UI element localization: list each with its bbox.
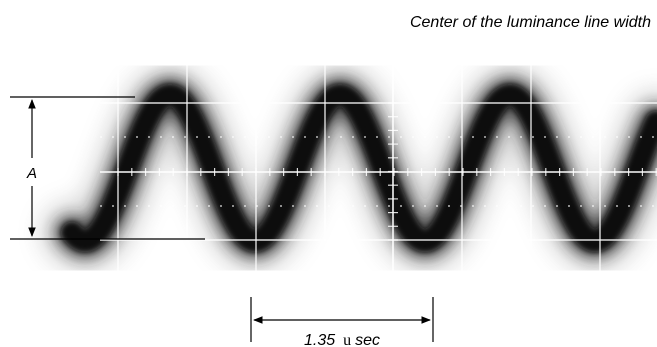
amplitude-label: A <box>26 165 37 182</box>
graticule-ticks-horizontal <box>117 168 657 176</box>
graticule <box>100 60 657 285</box>
period-value: 1.35 <box>304 332 335 347</box>
amplitude-annotation <box>10 96 205 240</box>
period-unit-prefix: u <box>343 332 351 347</box>
period-label: 1.35 u sec <box>304 332 380 347</box>
period-unit: sec <box>355 332 380 347</box>
period-annotation <box>250 297 434 342</box>
waveform-trace <box>61 83 657 252</box>
graticule-ticks-vertical <box>388 102 398 241</box>
figure-title: Center of the luminance line width <box>410 14 651 31</box>
